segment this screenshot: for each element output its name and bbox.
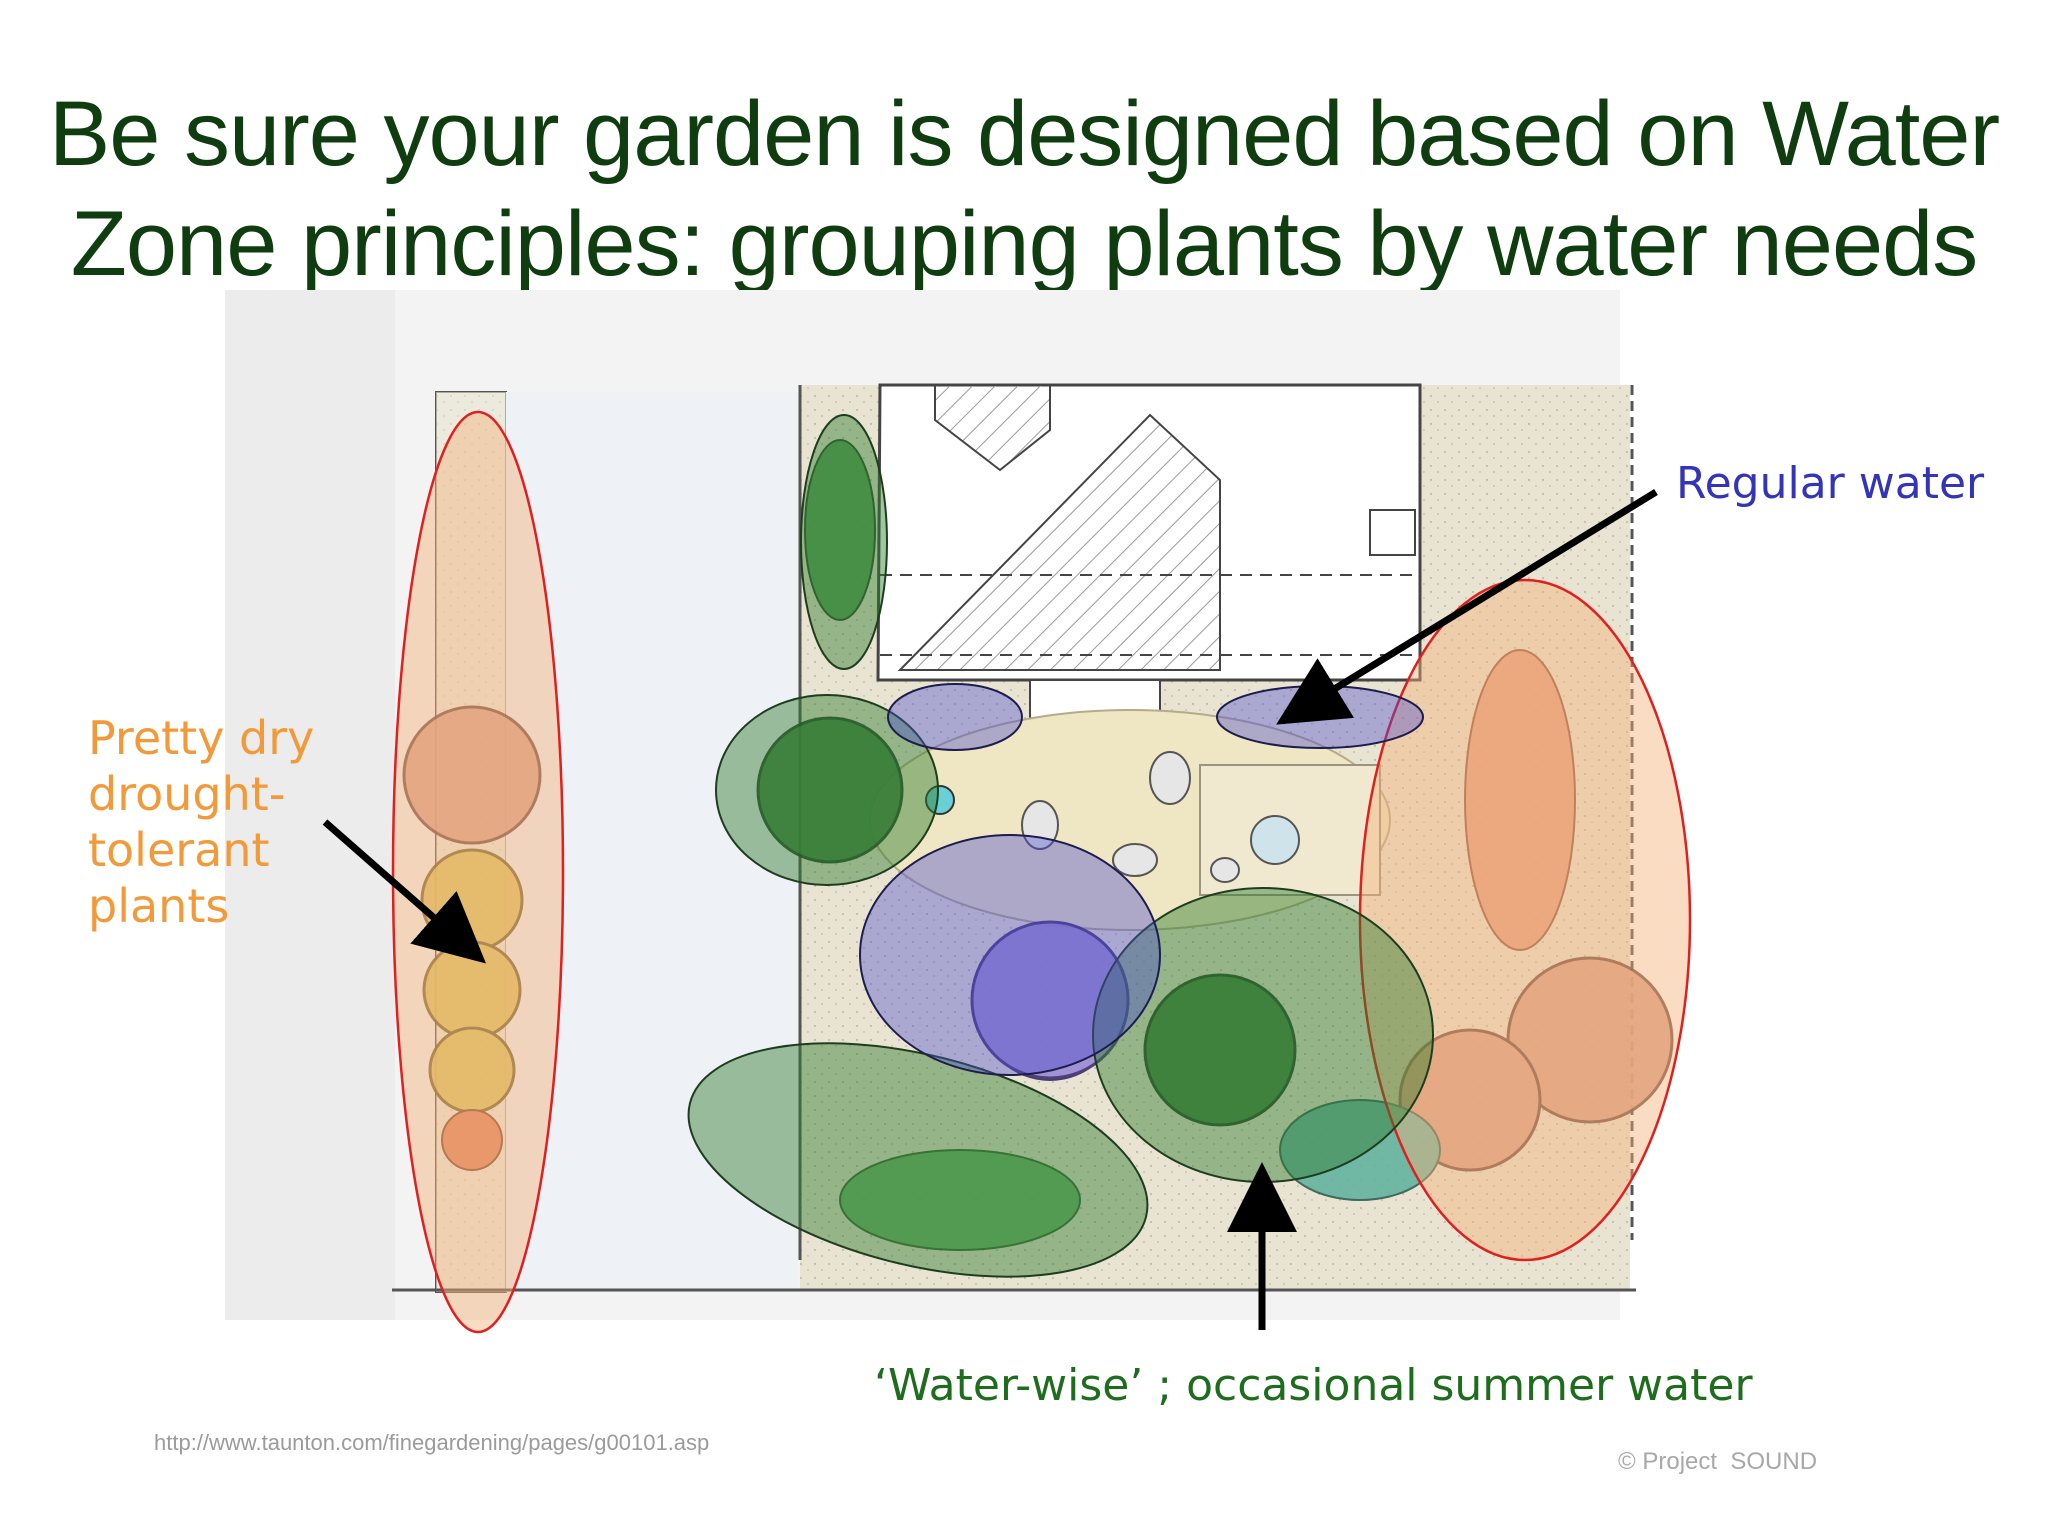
birdbath bbox=[925, 785, 955, 815]
label-dry-plants: Pretty dry drought-tolerant plants bbox=[88, 711, 315, 933]
source-url: http://www.taunton.com/finegardening/pag… bbox=[154, 1430, 710, 1455]
regular-zone-porch-left bbox=[887, 683, 1023, 751]
house-roof bbox=[897, 413, 1221, 671]
slide-title-line-1: Be sure your garden is designed based on… bbox=[48, 83, 2000, 185]
dry-zone-right-border bbox=[1358, 578, 1692, 1262]
dry-zone-side-strip bbox=[391, 410, 565, 1334]
waterwise-zone-house-side bbox=[800, 414, 888, 670]
dry-zones bbox=[391, 410, 1692, 1334]
regular-zone-bed bbox=[859, 834, 1161, 1076]
slide-title-line-2: Zone principles: grouping plants by wate… bbox=[70, 193, 1979, 295]
callout-arrows bbox=[322, 489, 1658, 1330]
waterwise-zone-front bbox=[687, 1042, 1149, 1278]
waterwise-zone-tree bbox=[715, 694, 939, 886]
driveway bbox=[506, 392, 798, 1292]
label-water-wise: ‘Water-wise’ ; occasional summer water bbox=[874, 1360, 1753, 1411]
plant-illustrations bbox=[402, 439, 1674, 1251]
patio-table bbox=[1250, 815, 1300, 865]
arrow-regular bbox=[1276, 489, 1658, 725]
arrow-dry bbox=[322, 819, 487, 964]
label-regular-water: Regular water bbox=[1676, 458, 1985, 509]
copyright: © Project SOUND bbox=[1618, 1448, 1818, 1475]
